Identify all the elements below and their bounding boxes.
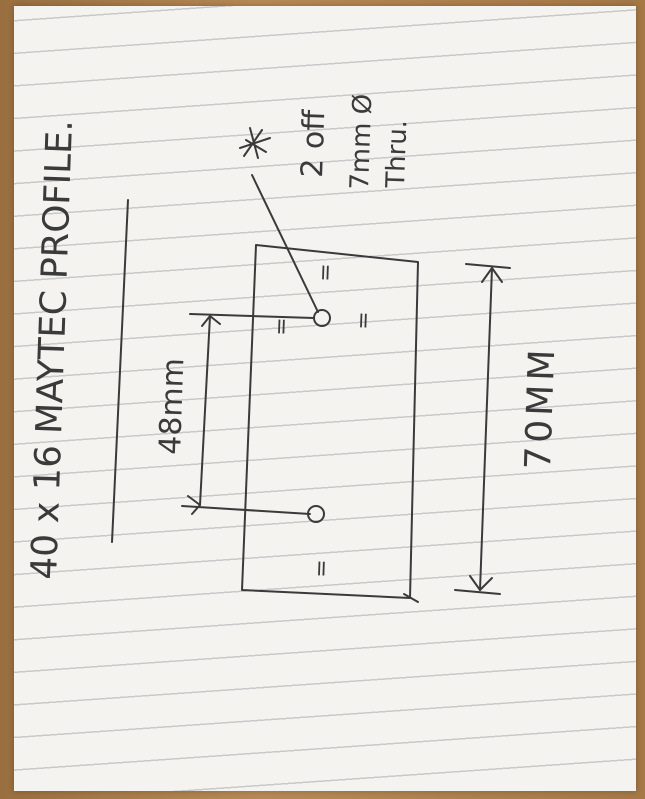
dim-48-label: 48mm xyxy=(153,357,191,455)
dim-70-ext-right xyxy=(465,263,511,269)
dim-70-label: 70MM xyxy=(518,349,563,470)
hole-right xyxy=(313,309,331,327)
profile-outline xyxy=(241,244,419,599)
dim-48-arrow-left xyxy=(187,495,201,515)
equal-mark: = xyxy=(309,559,335,578)
dim-48-ext-left xyxy=(181,505,311,515)
dim-48-line xyxy=(199,315,211,506)
equal-mark: = xyxy=(269,317,295,336)
title-underline xyxy=(111,199,129,543)
hole-through-note: Thru. xyxy=(381,119,413,189)
lined-notepaper xyxy=(14,6,636,791)
dim-70-arrow-right xyxy=(481,267,503,283)
leader-line xyxy=(251,174,319,313)
outline-corner-mark xyxy=(403,593,419,603)
hole-quantity-note: 2 off xyxy=(295,108,332,178)
dim-70-line xyxy=(479,267,493,591)
dim-48-arrow-right xyxy=(201,315,221,327)
hole-size-note: 7mm Ø xyxy=(345,93,378,190)
title-text: 40 x 16 MAYTEC PROFILE. xyxy=(24,119,81,580)
dim-70-ext-left xyxy=(454,589,501,595)
equal-mark: = xyxy=(313,263,339,282)
crossed-out-scribble xyxy=(239,127,271,159)
equal-mark: = xyxy=(351,311,377,330)
dim-48-ext-right xyxy=(189,313,315,319)
dim-70-arrow-left xyxy=(469,575,493,591)
